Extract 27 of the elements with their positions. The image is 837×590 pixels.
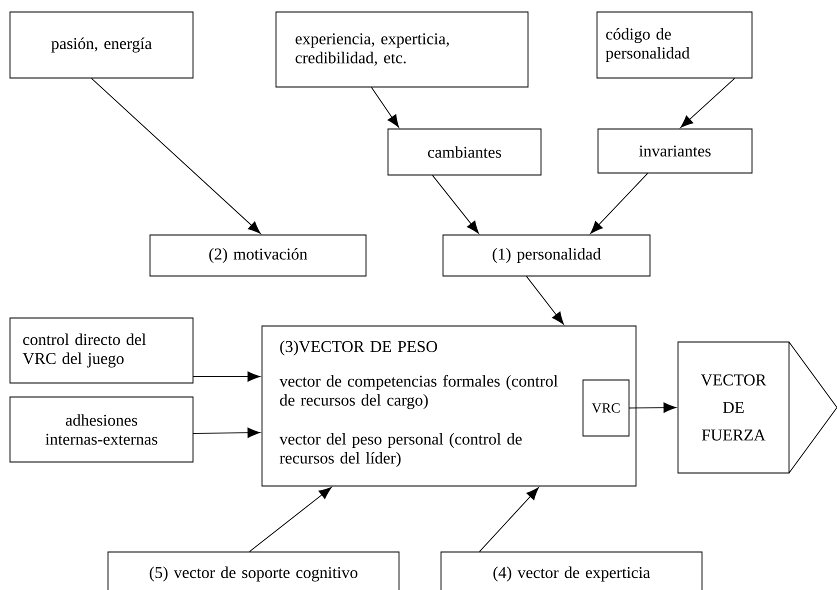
text-box: (5) vector de soporte cognitivo — [108, 552, 400, 590]
text-box: (1) personalidad — [442, 234, 650, 276]
text-box: control directo del VRC del juego — [10, 318, 194, 384]
text-box: invariantes — [598, 128, 752, 174]
arrow — [193, 428, 260, 438]
text-box: código de personalidad — [596, 12, 752, 78]
arrow — [526, 276, 564, 325]
box-text: vector del peso personal (control de recursos del líder) — [279, 433, 522, 467]
box-text: vector de competencias formales (control de recursos del cargo) — [279, 374, 558, 410]
text-box: adhesiones internas-externas — [10, 396, 194, 462]
arrow — [193, 371, 260, 382]
arrow — [91, 78, 261, 234]
arrow — [680, 78, 735, 128]
text-box: VRC — [582, 380, 630, 436]
text-box: pasión, energía — [10, 12, 194, 78]
arrow-shape-box: VECTOR DE FUERZA — [678, 342, 837, 474]
text-box: (2) motivación — [150, 234, 366, 276]
arrow — [590, 173, 648, 234]
arrow — [479, 487, 539, 552]
box-heading: (3)VECTOR DE PESO — [280, 340, 438, 356]
arrow — [371, 87, 399, 128]
text-box: (4) vector de experticia — [440, 552, 702, 590]
arrow — [432, 175, 479, 234]
arrow — [249, 487, 332, 552]
text-box: cambiantes — [388, 128, 542, 176]
arrow — [629, 402, 676, 413]
text-box: experiencia, experticia, credibilidad, etc. — [276, 12, 528, 88]
